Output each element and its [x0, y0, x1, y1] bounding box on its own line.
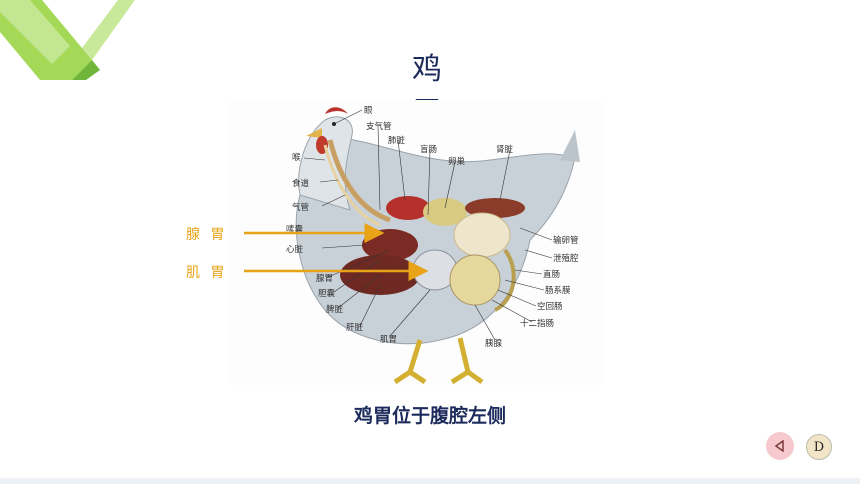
answer-d-button[interactable]: D: [806, 434, 832, 460]
label-heart: 心脏: [286, 244, 304, 255]
bottom-bar: [0, 478, 860, 484]
label-pancreas: 胰腺: [485, 338, 503, 349]
label-gizzard: 肌 胃: [186, 262, 228, 282]
label-crop: 嗉囊: [286, 224, 304, 235]
label-kidney: 肾脏: [496, 144, 514, 155]
previous-slide-button[interactable]: [766, 432, 794, 460]
label-eye: 眼: [364, 106, 373, 116]
label-throat: 喉: [292, 152, 301, 163]
label-liver: 肝脏: [346, 322, 364, 333]
slide-caption: 鸡胃位于腹腔左侧: [353, 405, 506, 427]
label-mesentery: 肠系膜: [545, 285, 571, 296]
label-proventriculus: 腺 胃: [186, 224, 228, 244]
label-trachea: 气管: [292, 202, 309, 213]
label-rectum: 直肠: [543, 269, 560, 280]
label-gallbladder: 胆囊: [318, 288, 336, 299]
chicken-anatomy-svg: 眼 支气管 肺脏 盲肠 卵巢 肾脏 喉 食道 气管 嗉囊 心脏 输卵管 泄殖腔 …: [286, 106, 580, 385]
label-cloaca: 泄殖腔: [553, 253, 579, 264]
chicken-anatomy-diagram: 眼 支气管 肺脏 盲肠 卵巢 肾脏 喉 食道 气管 嗉囊 心脏 输卵管 泄殖腔 …: [230, 100, 602, 385]
label-oviduct: 输卵管: [553, 235, 579, 246]
label-proventriculus-small: 腺胃: [316, 273, 333, 284]
label-esophagus: 食道: [292, 178, 310, 189]
label-gizzard-small: 肌胃: [380, 335, 397, 345]
label-duodenum: 十二指肠: [520, 318, 554, 329]
triangle-left-icon: [774, 440, 784, 452]
slide-title: 鸡 胃: [412, 52, 456, 131]
decorative-chevron: [0, 0, 135, 80]
label-bronchus: 支气管: [366, 121, 392, 132]
label-lung: 肺脏: [388, 135, 406, 146]
label-jejunum: 空回肠: [537, 301, 563, 312]
label-cecum: 盲肠: [420, 144, 437, 155]
label-ovary: 卵巢: [448, 156, 466, 167]
label-spleen: 脾脏: [326, 304, 344, 315]
